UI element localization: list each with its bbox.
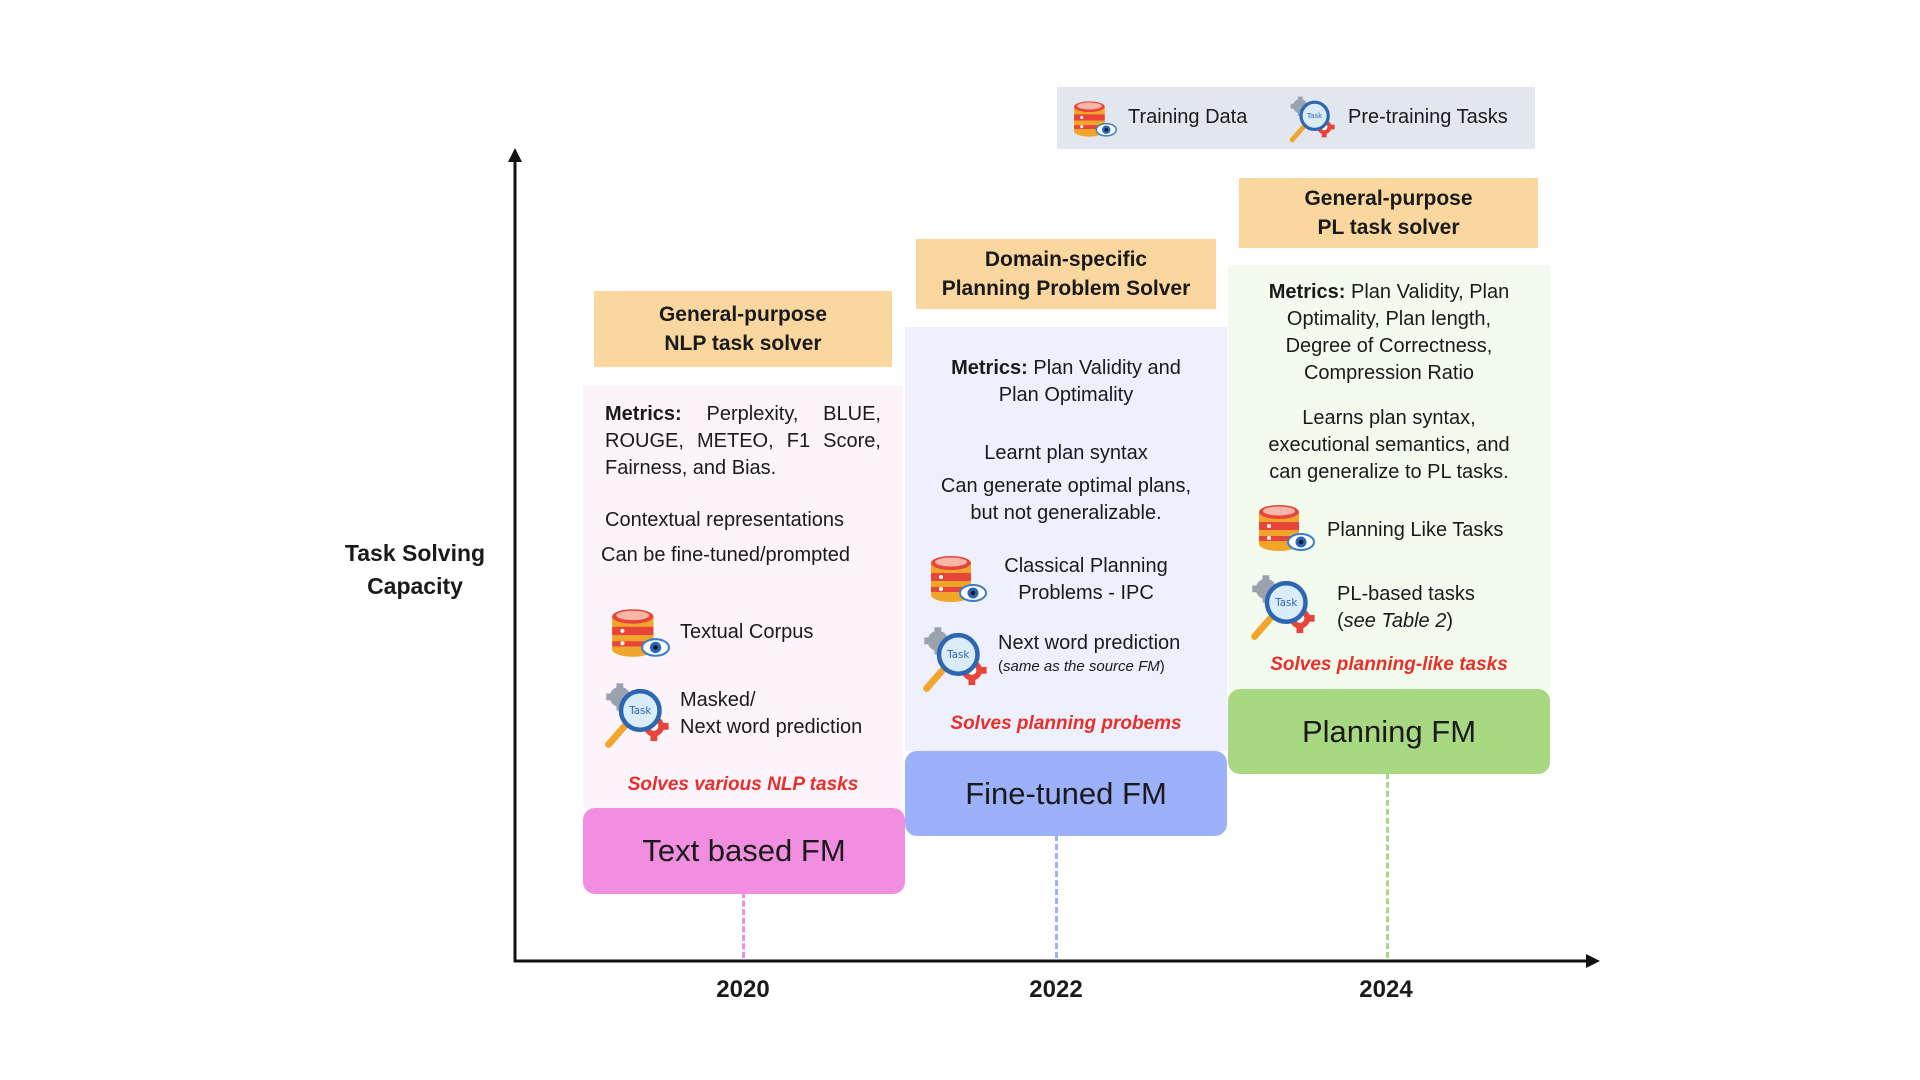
dash-2020 [742,892,745,958]
title-box-2024: General-purpose PL task solver [1239,178,1538,248]
metrics-2022-line1: Metrics: Plan Validity and [905,355,1227,382]
title-2022-line1: Domain-specific [984,248,1148,271]
task-label-2024: PL-based tasks (see Table 2) [1337,581,1475,635]
task-magnifier-gear-icon [604,681,672,749]
data-label-2020: Textual Corpus [680,621,814,643]
learns-syntax-text: Learns plan syntax, executional semantic… [1228,405,1550,486]
data-2022-line1: Classical Planning [1004,555,1168,577]
year-2022: 2022 [1029,976,1083,1003]
optimal-plans-line1: Can generate optimal plans, [940,475,1192,497]
task-2020-line1: Masked/ [680,689,756,711]
legend-pretraining-tasks: Pre-training Tasks [1348,106,1508,128]
title-2020-line1: General-purpose [658,303,828,326]
note-text: same as the source FM [1003,658,1160,675]
solves-2022: Solves planning probems [950,713,1182,734]
legend: Training Data Pre-training Tasks [1057,87,1535,149]
metrics-2022-text1: Plan Validity and [1027,357,1181,379]
dash-2022 [1055,835,1058,958]
metrics-2022: Metrics: Plan Validity and Plan Optimali… [905,355,1227,409]
title-2024-line2: PL task solver [1317,216,1460,239]
metrics-2020: Metrics: Perplexity, BLUE, ROUGE, METEO,… [605,401,881,482]
finetuned-fm: Fine-tuned FM [905,751,1227,836]
y-axis-label-line2: Capacity [367,573,463,599]
note-open: ( [1337,610,1344,632]
note-open: ( [998,658,1003,675]
task-2020-line2: Next word prediction [680,716,863,738]
metrics-2022-line2: Plan Optimality [998,384,1134,406]
task-label-2022: Next word prediction (same as the source… [998,630,1180,677]
task-magnifier-gear-icon [922,625,990,693]
data-label-2022: Classical Planning Problems - IPC [986,553,1186,607]
task-2022-note: (same as the source FM) [998,657,1180,677]
task-magnifier-gear-icon [1250,573,1318,641]
metrics-label: Metrics: [605,403,682,425]
optimal-plans-text: Can generate optimal plans, but not gene… [905,473,1227,527]
panel-2020 [583,386,903,808]
solves-2024: Solves planning-like tasks [1270,654,1508,675]
learnt-syntax-text: Learnt plan syntax [984,442,1148,464]
title-box-2020: General-purpose NLP task solver [594,291,892,367]
y-axis-label-line1: Task Solving [344,540,486,566]
y-axis-arrow [508,148,522,162]
data-2022-line2: Problems - IPC [1018,582,1154,604]
text-based-fm: Text based FM [583,808,905,894]
task-2022-line1: Next word prediction [998,632,1181,654]
metrics-2024-line2: Optimality, Plan length, [1286,308,1492,330]
note-close: ) [1159,658,1165,675]
database-eye-icon [606,602,672,664]
learns-line3: can generalize to PL tasks. [1269,461,1509,483]
x-axis-arrow [1586,954,1600,968]
note-close: ) [1446,610,1454,632]
task-2024-note: (see Table 2) [1337,608,1475,635]
optimal-plans-line2: but not generalizable. [970,502,1162,524]
task-label-2020: Masked/ Next word prediction [680,687,862,741]
task-2024-line1: PL-based tasks [1337,583,1475,605]
data-label-2024: Planning Like Tasks [1327,519,1504,541]
metrics-2024: Metrics: Plan Validity, Plan Optimality,… [1228,279,1550,387]
planning-fm: Planning FM [1228,689,1550,774]
legend-training-data: Training Data [1128,106,1248,128]
metrics-2024-line1: Metrics: Plan Validity, Plan [1228,279,1550,306]
metrics-label: Metrics: [951,357,1028,379]
year-2024: 2024 [1359,976,1413,1003]
learns-line1: Learns plan syntax, [1302,407,1476,429]
year-2020: 2020 [716,976,770,1003]
metrics-label: Metrics: [1268,281,1346,303]
solves-2020: Solves various NLP tasks [627,774,859,795]
database-eye-icon [925,549,989,609]
title-box-2022: Domain-specific Planning Problem Solver [916,239,1216,309]
metrics-2024-text1: Plan Validity, Plan [1345,281,1510,303]
contextual-text: Contextual representations [605,509,845,531]
title-2024-line1: General-purpose [1304,187,1473,210]
y-axis-label: Task Solving Capacity [322,537,508,603]
metrics-2024-line4: Compression Ratio [1303,362,1475,384]
finetuned-text: Can be fine-tuned/prompted [601,544,851,566]
database-eye-icon [1253,498,1317,558]
title-2020-line2: NLP task solver [664,332,822,355]
learns-line2: executional semantics, and [1268,434,1510,456]
note-text: see Table 2 [1343,610,1447,632]
panel-2022 [905,327,1227,751]
dash-2024 [1386,773,1389,958]
metrics-2024-line3: Degree of Correctness, [1285,335,1493,357]
title-2022-line2: Planning Problem Solver [941,277,1191,300]
metrics-text: Perplexity, BLUE, ROUGE, METEO, F1 Score… [605,403,881,479]
